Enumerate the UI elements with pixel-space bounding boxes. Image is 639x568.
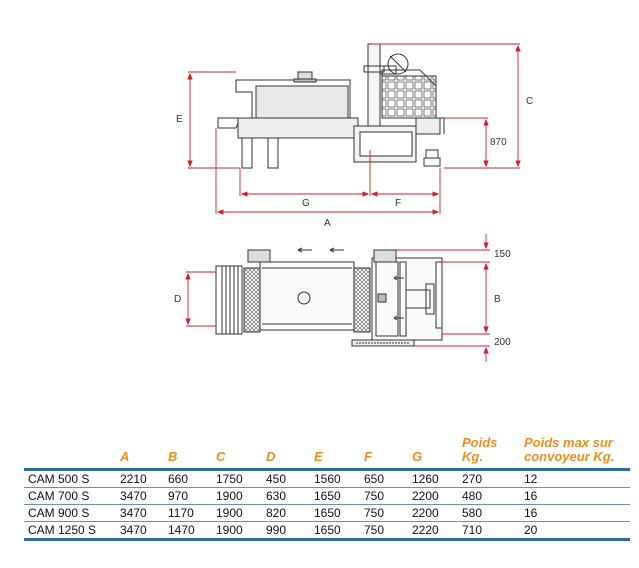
dim-label-B: B	[494, 294, 501, 305]
table-cell: 970	[164, 487, 212, 505]
top-view	[215, 247, 443, 347]
table-cell: 1650	[310, 487, 360, 505]
table-cell: 630	[262, 487, 310, 505]
table-cell: 2200	[408, 504, 458, 522]
table-row: CAM 700 S 3470 970 1900 630 1650 750 220…	[24, 487, 630, 505]
top-view-dimensions	[185, 234, 490, 362]
table-cell: 3470	[116, 504, 164, 522]
table-cell: 1650	[310, 504, 360, 522]
table-row: CAM 1250 S 3470 1470 1900 990 1650 750 2…	[24, 521, 630, 541]
dim-label-G: G	[302, 198, 310, 209]
table-cell: 480	[458, 487, 520, 505]
table-cell: 3470	[116, 487, 164, 505]
table-cell: 16	[520, 504, 630, 522]
header-F: F	[364, 449, 372, 464]
table-cell: 2200	[408, 487, 458, 505]
dim-label-E: E	[176, 114, 183, 125]
table-cell: 710	[458, 521, 520, 541]
header-G: G	[412, 449, 423, 464]
dim-label-200: 200	[494, 337, 511, 348]
table-cell: CAM 500 S	[24, 469, 116, 488]
header-poids-max: Poids max sur convoyeur Kg.	[524, 435, 615, 464]
dim-label-D: D	[174, 294, 181, 305]
table-cell: 1900	[212, 504, 262, 522]
table-cell: 1900	[212, 487, 262, 505]
table-cell: 16	[520, 487, 630, 505]
dim-label-870: 870	[490, 137, 507, 148]
table-row: CAM 900 S 3470 1170 1900 820 1650 750 22…	[24, 504, 630, 522]
header-C: C	[216, 449, 226, 464]
table-cell: 990	[262, 521, 310, 541]
header-A: A	[120, 449, 130, 464]
table-cell: 20	[520, 521, 630, 541]
dim-label-A: A	[324, 218, 331, 229]
header-E: E	[314, 449, 323, 464]
table-cell: CAM 900 S	[24, 504, 116, 522]
header-model	[24, 436, 116, 470]
header-D: D	[266, 449, 276, 464]
specifications-table: A B C D E F G Poids Kg. Poids max sur co…	[24, 436, 630, 541]
table-cell: 1560	[310, 469, 360, 488]
dim-label-150: 150	[494, 249, 511, 260]
table-cell: 660	[164, 469, 212, 488]
table-cell: 1750	[212, 469, 262, 488]
table-cell: 1260	[408, 469, 458, 488]
header-poids: Poids Kg.	[462, 435, 498, 464]
table-row: CAM 500 S 2210 660 1750 450 1560 650 126…	[24, 469, 630, 488]
header-B: B	[168, 449, 178, 464]
table-cell: 2220	[408, 521, 458, 541]
table-header-row: A B C D E F G Poids Kg. Poids max sur co…	[24, 436, 630, 470]
table-cell: 750	[360, 504, 408, 522]
table-cell: 1470	[164, 521, 212, 541]
table-cell: CAM 700 S	[24, 487, 116, 505]
table-cell: 820	[262, 504, 310, 522]
dim-label-C: C	[526, 96, 533, 107]
side-view	[217, 43, 445, 169]
table-cell: 1900	[212, 521, 262, 541]
table-cell: 450	[262, 469, 310, 488]
side-view-dimensions	[187, 43, 521, 215]
table-cell: 1170	[164, 504, 212, 522]
table-cell: 650	[360, 469, 408, 488]
table-cell: CAM 1250 S	[24, 521, 116, 541]
table-cell: 580	[458, 504, 520, 522]
table-cell: 750	[360, 487, 408, 505]
table-cell: 3470	[116, 521, 164, 541]
dim-label-F: F	[395, 198, 401, 209]
table-cell: 12	[520, 469, 630, 488]
table-cell: 1650	[310, 521, 360, 541]
table-cell: 2210	[116, 469, 164, 488]
technical-drawing: E C 870 G F A	[174, 43, 533, 362]
table-cell: 270	[458, 469, 520, 488]
table-cell: 750	[360, 521, 408, 541]
